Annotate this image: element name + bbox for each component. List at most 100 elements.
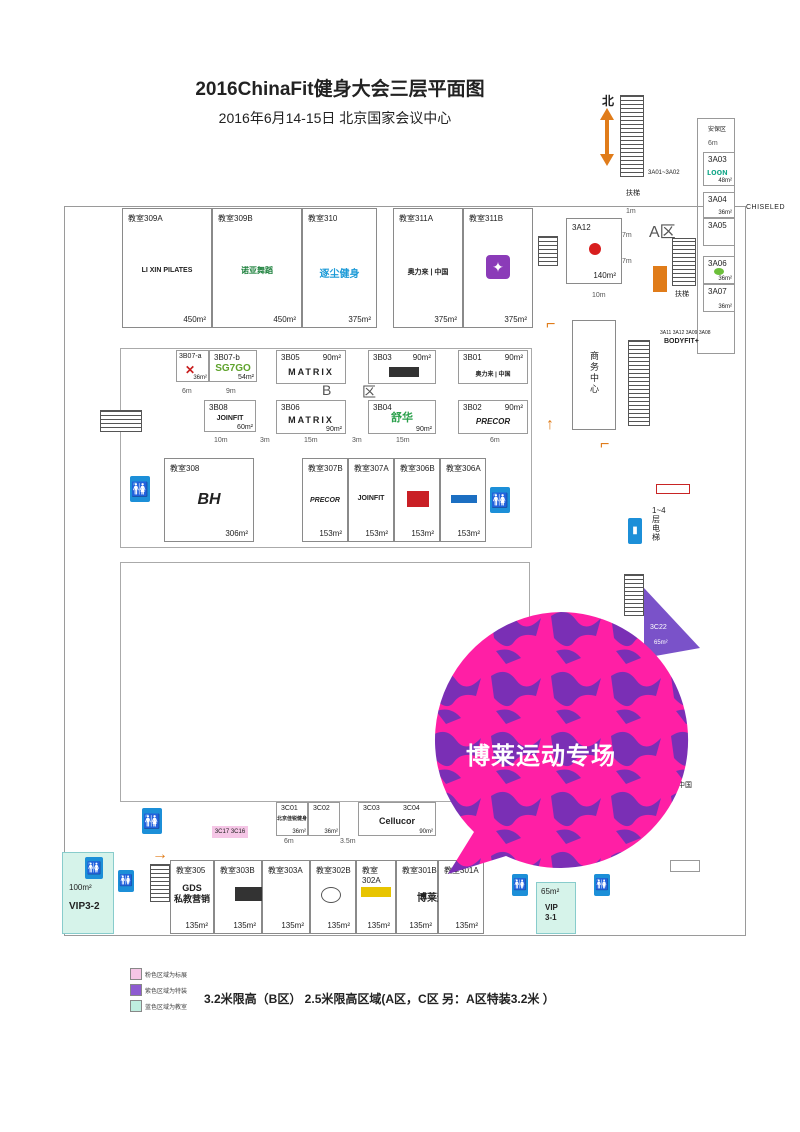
restroom-icon: 🚻	[490, 487, 510, 513]
service-box	[653, 266, 667, 292]
logo-box-icon	[389, 367, 419, 377]
booth-3b04[interactable]: 3B04 舒华 90m²	[368, 400, 436, 434]
classroom-307b[interactable]: 教室307B PRECOR 153m²	[302, 458, 348, 542]
arrow-icon: ⌐	[546, 316, 556, 333]
restroom-icon: 🚻	[512, 874, 528, 896]
stairs-top	[538, 236, 558, 266]
classroom-305[interactable]: 教室305 GDS 私教营销 135m²	[170, 860, 214, 934]
classroom-307a[interactable]: 教室307A JOINFIT 153m²	[348, 458, 394, 542]
restroom-icon: 🚻	[130, 476, 150, 502]
service-label: 安保区	[708, 127, 727, 133]
booth-3a06[interactable]: 3A06 36m²	[703, 256, 735, 284]
booth-3a01-label: 3A01~3A02	[648, 170, 680, 176]
leaf-icon	[714, 268, 724, 275]
height-note: 3.2米限高（B区） 2.5米限高区域(A区，C区 另：A区特装3.2米 ）	[204, 992, 555, 1006]
north-arrow-icon	[600, 108, 614, 166]
classroom-303b[interactable]: 教室303B 135m²	[214, 860, 277, 934]
promo-text: 博莱运动专场	[466, 743, 616, 770]
booth-3b06[interactable]: 3B06 MATRIX 90m²	[276, 400, 346, 434]
legend-swatch-pink	[130, 968, 142, 980]
arrow-icon: →	[152, 846, 168, 863]
escalator-label-2: 扶梯	[675, 291, 689, 298]
china-label: 中国	[678, 782, 692, 789]
booth-3b08[interactable]: 3B08 JOINFIT 60m²	[204, 400, 256, 432]
vip-3-1[interactable]: 65m² VIP 3-1	[536, 882, 576, 934]
booth-3a05[interactable]: 3A05	[703, 218, 735, 246]
booth-3a12[interactable]: 3A12 140m²	[566, 218, 622, 284]
zone-a-label: A区	[649, 224, 676, 241]
booth-3b02[interactable]: 3B02 90m² PRECOR	[458, 400, 528, 434]
booth-3a03[interactable]: 3A03 ʟooɴ 48m²	[703, 152, 735, 186]
a12-logo-icon	[589, 243, 601, 255]
c17-label: 3C17 3C16	[212, 826, 248, 838]
classroom-311a[interactable]: 教室311A 奥力来 | 中国 375m²	[393, 208, 463, 328]
classroom-309a[interactable]: 教室309A LI XIN PILATES 450m²	[122, 208, 212, 328]
booth-3a08-label: 3A11 3A12 3A09 3A08	[660, 330, 711, 336]
bodyfit-logo: BODYFIT+	[664, 338, 699, 345]
elevator-icon: ▮	[628, 518, 642, 544]
booth-3a04[interactable]: 3A04 36m²	[703, 192, 735, 218]
map-subtitle: 2016年6月14-15日 北京国家会议中心	[218, 110, 452, 126]
classroom-302a[interactable]: 教室302A 135m²	[356, 860, 396, 934]
logo-zhuchen: 逐尘健身	[319, 269, 360, 280]
restroom-icon: 🚻	[594, 874, 610, 896]
zone-b-frame	[120, 348, 532, 548]
restroom-icon: 🚻	[85, 857, 103, 879]
legend-swatch-purple	[130, 984, 142, 996]
booth-3b05[interactable]: 3B05 90m² MATRIX	[276, 350, 346, 384]
vip-3-2[interactable]: 🚻 100m² VIP3-2	[62, 852, 114, 934]
zone-b-label-2: 区	[362, 384, 376, 400]
elevator-label: 1~4层电梯	[652, 506, 666, 542]
logo-lixin: LI XIN PILATES	[141, 267, 193, 274]
logo-aolilai: 奥力来 | 中国	[407, 269, 449, 276]
classroom-310[interactable]: 教室310 逐尘健身 375m²	[302, 208, 377, 328]
escalator-a-1	[620, 95, 644, 177]
zone-b-label: B	[322, 382, 332, 398]
arrow-icon: ↑	[546, 416, 554, 433]
restroom-icon: 🚻	[118, 870, 134, 892]
booth-3a07[interactable]: 3A07 36m²	[703, 284, 735, 312]
classroom-302b[interactable]: 教室302B 135m²	[310, 860, 356, 934]
booth-3b01[interactable]: 3B01 90m² 奥力来 | 中国	[458, 350, 528, 384]
brand-logo-icon	[451, 495, 477, 503]
exit-sign	[670, 860, 700, 872]
exit-sign	[656, 484, 690, 494]
classroom-306a[interactable]: 教室306A 153m²	[440, 458, 486, 542]
booth-3b07b[interactable]: 3B07-b SG7GO 54m²	[209, 350, 257, 382]
escalator-right	[624, 574, 644, 616]
classroom-306b[interactable]: 教室306B 153m²	[394, 458, 440, 542]
escalator-a-2	[672, 238, 696, 286]
booth-3b07a[interactable]: 3B07-a ✕ 36m²	[176, 350, 209, 382]
booth-3c03-3c04[interactable]: 3C03 3C04 Cellucor 90m²	[358, 802, 436, 836]
stairs-left	[100, 410, 142, 432]
booth-3c02[interactable]: 3C02 36m²	[308, 802, 340, 836]
classroom-301b[interactable]: 教室301B 博莱运动 135m²	[396, 860, 457, 934]
north-label: 北	[602, 94, 615, 108]
classroom-301a[interactable]: 教室301A 135m²	[438, 860, 484, 934]
promo-bubble-shape	[434, 612, 689, 874]
classroom-303a[interactable]: 教室303A 135m²	[262, 860, 310, 934]
building-outline	[64, 206, 746, 936]
x-logo-icon: ✕	[185, 363, 196, 377]
map-title: 2016ChinaFit健身大会三层平面图	[195, 79, 485, 100]
brand-logo-icon	[361, 887, 391, 897]
brand-logo-icon	[407, 491, 429, 507]
logo-noah: 诺亚舞蹈	[241, 266, 273, 275]
business-center[interactable]: 商务中心	[572, 320, 616, 430]
arrow-icon: ⌐	[600, 436, 610, 453]
classroom-311b[interactable]: 教室311B ✦ 375m²	[463, 208, 533, 328]
restroom-icon: 🚻	[142, 808, 162, 834]
booth-3b03[interactable]: 3B03 90m²	[368, 350, 436, 384]
promo-bubble[interactable]: 博莱运动专场	[426, 606, 696, 886]
escalator-label-1: 扶梯	[626, 190, 640, 197]
logo-icon: ʟooɴ	[707, 167, 728, 177]
stairs-bottom	[150, 864, 170, 902]
booth-3c22[interactable]: 3C22 65m²	[644, 588, 700, 658]
booth-3c01[interactable]: 3C01 北京佳锐健身 36m²	[276, 802, 308, 836]
brand-logo-icon	[321, 887, 341, 903]
classroom-308[interactable]: 教室308 BH 306m²	[164, 458, 254, 542]
classroom-309b[interactable]: 教室309B 诺亚舞蹈 450m²	[212, 208, 302, 328]
chiseled-logo: CHISELED	[746, 204, 786, 211]
runner-icon: ✦	[486, 255, 510, 279]
